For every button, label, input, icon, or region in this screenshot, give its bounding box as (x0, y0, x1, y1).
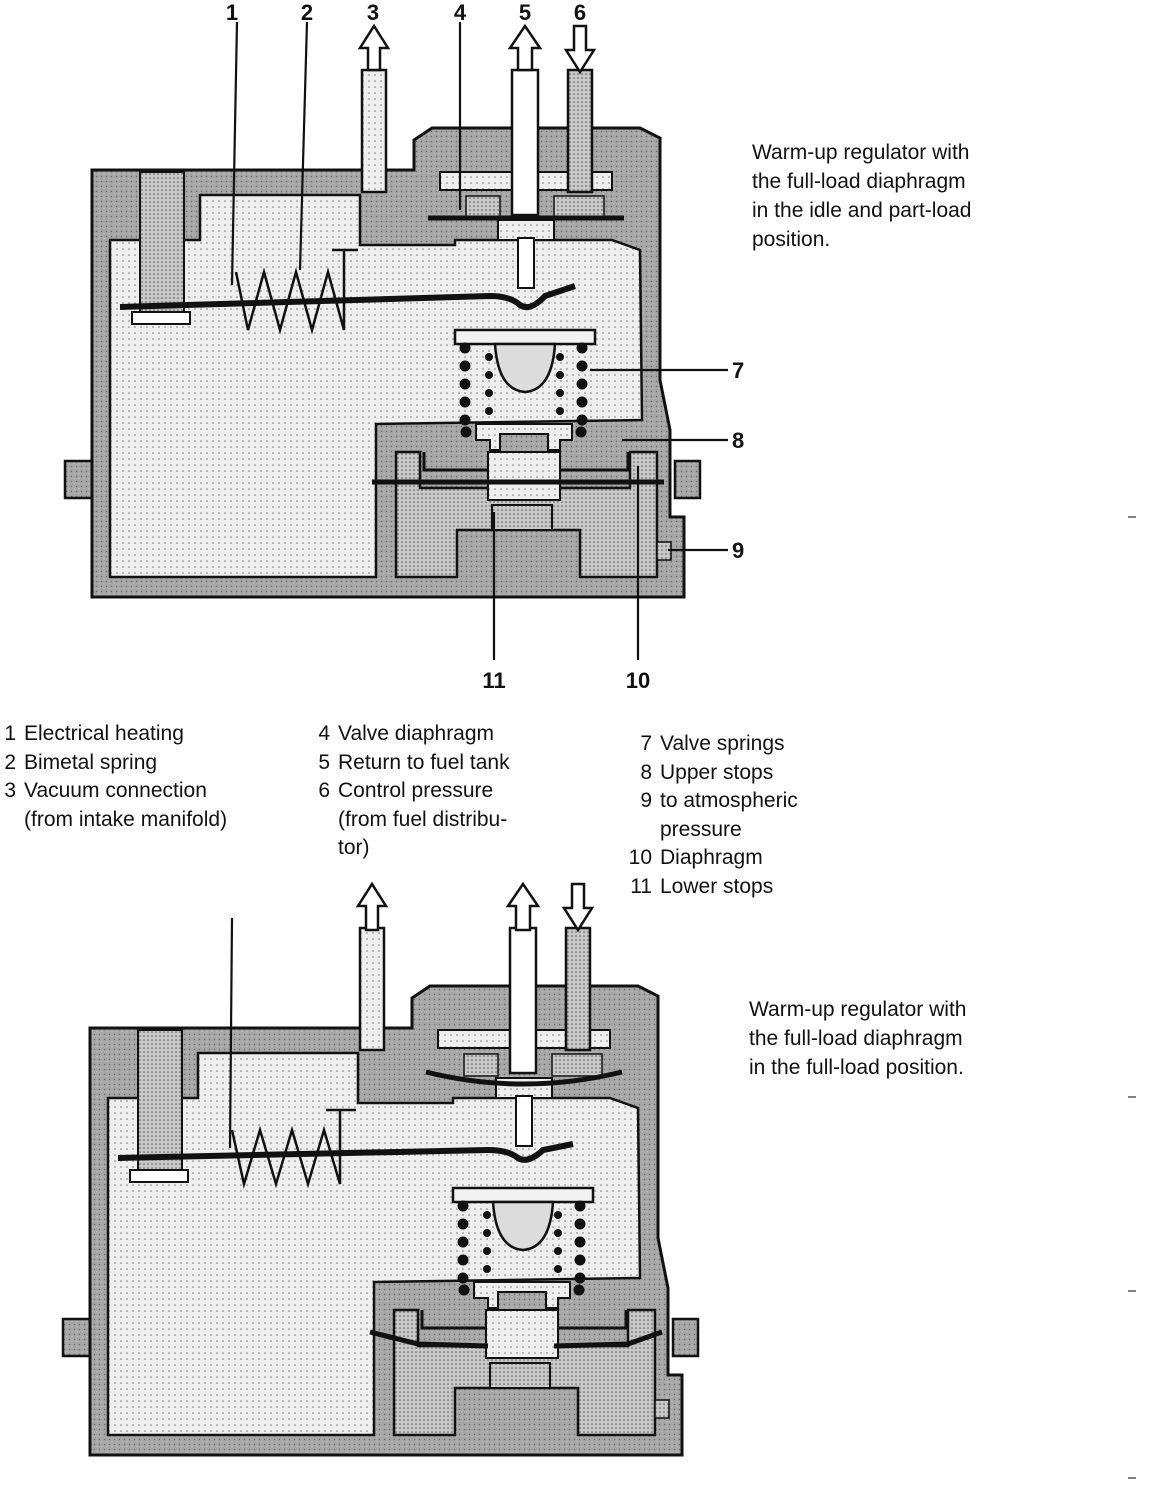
return-arrow-icon (505, 881, 541, 932)
callout-4: 4 (454, 0, 467, 25)
vacuum-arrow-icon (357, 23, 391, 72)
caption-part-load: Warm-up regulator with the full-load dia… (752, 141, 972, 251)
caption-full-load: Warm-up regulator with the full-load dia… (749, 998, 967, 1079)
bimetal-spring (117, 1141, 574, 1163)
valve-diaphragm (425, 1069, 623, 1087)
callout-2: 2 (301, 0, 313, 25)
regulator-full-load (61, 881, 700, 1457)
callout-1: 1 (226, 0, 238, 25)
vacuum-arrow-icon (355, 881, 389, 932)
callout-7: 7 (732, 358, 744, 383)
callout-10: 10 (626, 668, 650, 693)
control-pressure-arrow-icon (561, 882, 595, 933)
control-pressure-arrow-icon (563, 24, 597, 75)
callout-11: 11 (482, 668, 505, 693)
return-arrow-icon (507, 23, 543, 72)
callout-5: 5 (519, 0, 531, 25)
callout-8: 8 (732, 428, 744, 453)
bimetal-spring (119, 283, 576, 311)
callout-9: 9 (732, 538, 744, 563)
regulator-part-load: 1 2 3 4 5 6 7 8 9 10 11 (63, 0, 744, 693)
diaphragm (369, 1329, 663, 1349)
callout-3: 3 (367, 0, 379, 25)
callout-6: 6 (574, 0, 586, 25)
